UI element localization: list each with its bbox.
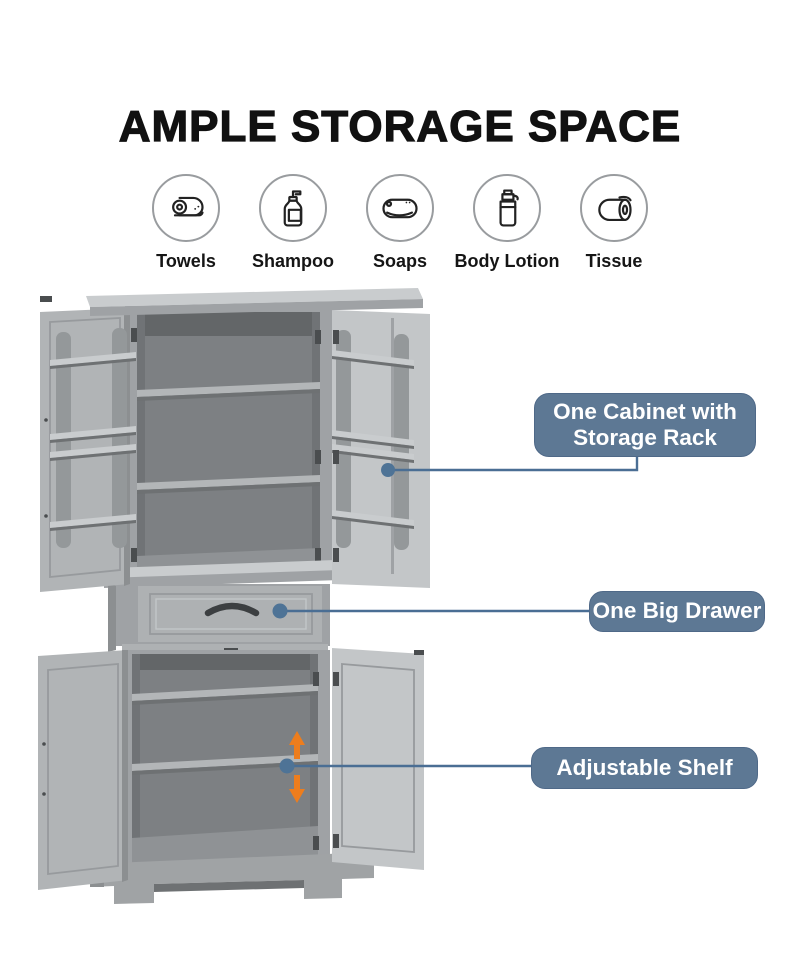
callout-connectors <box>272 452 639 774</box>
hinge <box>333 330 339 344</box>
tissue-roll-icon <box>580 174 648 242</box>
drawer-molding-inner <box>155 598 307 630</box>
rack-bar <box>332 510 414 526</box>
drawer-front <box>138 586 322 642</box>
drawer-section <box>104 560 340 656</box>
rack-bar <box>50 426 136 440</box>
shelf-down-arrow-icon <box>289 775 305 803</box>
door-panel-recess <box>341 663 415 853</box>
feature-shampoo: Shampoo <box>241 174 345 272</box>
screw <box>44 514 48 518</box>
shading <box>332 436 414 449</box>
connector-storage-rack <box>388 452 639 472</box>
left-upper-door <box>40 308 136 592</box>
hinge <box>131 548 137 562</box>
shading <box>154 880 304 892</box>
shading <box>332 356 414 369</box>
feature-towels: Towels <box>134 174 238 272</box>
feature-label: Shampoo <box>251 251 334 271</box>
hinge <box>333 450 339 464</box>
shading <box>132 654 318 670</box>
callout-adjustable-shelf: Adjustable Shelf <box>531 747 758 789</box>
feature-tissue: Tissue <box>562 174 666 272</box>
rack-bar <box>50 444 136 458</box>
feature-label: Soaps <box>372 251 428 271</box>
screw <box>44 418 48 422</box>
shading <box>122 650 128 882</box>
upper-hutch <box>125 306 332 580</box>
drawer-handle <box>204 602 260 617</box>
towel-roll-icon <box>152 174 220 242</box>
adjustable-shelf <box>132 754 318 775</box>
door-panel-recess <box>49 317 121 578</box>
callout-big-drawer: One Big Drawer <box>589 591 765 632</box>
rack-bar <box>50 352 136 366</box>
hinge <box>333 548 339 562</box>
rack-rail <box>112 328 127 548</box>
shading <box>50 358 136 369</box>
connector-dot-adjustable-shelf <box>279 758 295 774</box>
hinge <box>315 548 321 562</box>
lower-cabinet <box>122 650 330 874</box>
shading <box>137 312 145 570</box>
connector-dot-storage-rack <box>381 463 395 477</box>
hinge <box>333 834 339 848</box>
hinge <box>313 672 319 686</box>
left-lower-door <box>38 650 128 890</box>
rack-bar <box>332 350 414 366</box>
feature-body-lotion: Body Lotion <box>454 174 560 272</box>
rack-bar <box>332 430 414 446</box>
feature-label: Tissue <box>585 251 643 271</box>
hinge <box>131 328 137 342</box>
counter-edge <box>104 570 340 588</box>
adjustability-arrows <box>289 731 305 803</box>
rack-bar <box>332 444 414 460</box>
lotion-pump-bottle-icon <box>473 174 541 242</box>
rack-bar <box>50 514 136 528</box>
shelf-up-arrow-icon <box>289 731 305 759</box>
plinth <box>90 852 374 904</box>
door-panel-recess <box>47 663 119 876</box>
connector-dot-big-drawer <box>272 603 288 619</box>
right-upper-door <box>332 310 430 588</box>
screw <box>42 742 46 746</box>
feature-icon-row: Towels Shampoo S <box>0 174 800 272</box>
feature-soaps: Soaps <box>348 174 452 272</box>
hutch-interior <box>137 312 320 570</box>
drawer-molding <box>149 593 313 635</box>
shading <box>50 432 136 443</box>
right-door-storage-rack <box>332 330 414 550</box>
left-door-storage-rack <box>50 328 136 548</box>
hinge <box>414 650 424 655</box>
shading <box>137 312 320 336</box>
shading <box>132 654 140 860</box>
shading <box>50 520 136 531</box>
shampoo-pump-bottle-icon <box>259 174 327 242</box>
hutch-top-panel <box>40 288 423 316</box>
shading <box>312 312 320 570</box>
feature-label: Body Lotion <box>454 251 560 271</box>
hutch-shelf-2 <box>137 475 320 494</box>
hinge <box>313 836 319 850</box>
cabinet-illustration <box>38 288 430 904</box>
screw <box>42 792 46 796</box>
page-title: AMPLE STORAGE SPACE <box>118 101 682 151</box>
hinge <box>40 296 52 302</box>
top-panel-edge <box>90 299 423 316</box>
feature-label: Towels <box>156 251 216 271</box>
callout-storage-rack: One Cabinet with Storage Rack <box>534 393 756 457</box>
shading <box>50 450 136 461</box>
hinge <box>315 330 321 344</box>
lower-fixed-shelf <box>132 684 318 705</box>
right-lower-door <box>332 648 424 870</box>
hutch-shelf-1 <box>137 382 320 401</box>
soap-bar-icon <box>366 174 434 242</box>
shading <box>332 450 414 463</box>
hinge <box>333 672 339 686</box>
shading <box>108 582 116 652</box>
hinge <box>315 450 321 464</box>
shading <box>332 516 414 529</box>
